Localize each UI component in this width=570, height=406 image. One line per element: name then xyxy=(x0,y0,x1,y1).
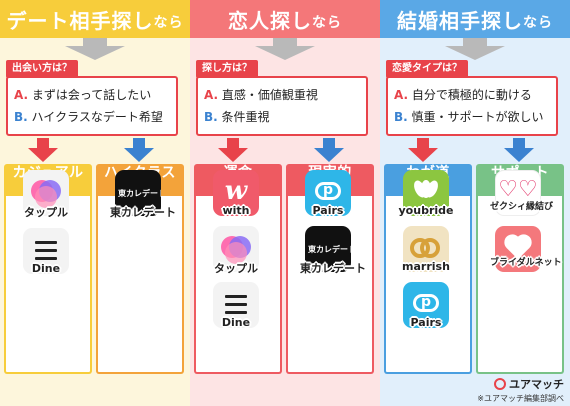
app-bridal-net[interactable]: ブライダルネット xyxy=(490,226,562,272)
tokyo-calendar-icon: 東カレデート xyxy=(305,226,351,272)
type-realistic: 現実的タイプ p Pairs 東カレデート 東カレデート xyxy=(286,164,374,374)
source-note: ※ユアマッチ編集部調べ xyxy=(477,394,564,403)
dine-icon xyxy=(23,228,69,274)
question-box: A. 自分で積極的に動ける B. 慎重・サポートが欲しい xyxy=(386,76,558,136)
arrow-down-blue-icon xyxy=(504,138,534,162)
question-tag: 探し方は？ xyxy=(196,60,258,78)
arrow-down-red-icon xyxy=(408,138,438,162)
with-icon: w xyxy=(213,170,259,216)
column-title-suffix: なら xyxy=(312,14,342,31)
app-youbride[interactable]: youbride xyxy=(398,170,454,217)
app-zexy-enmusubi[interactable]: ♡♡ ゼクシィ縁結び xyxy=(490,170,554,216)
brand-name: ユアマッチ xyxy=(509,378,564,391)
answer-a: A. まずは会って話したい xyxy=(14,88,152,102)
down-arrow-icon xyxy=(445,38,505,60)
app-label: ブライダルネット xyxy=(490,258,562,268)
type-support: サポートタイプ ♡♡ ゼクシィ縁結び ブライダルネット xyxy=(476,164,564,374)
column-marriage: 結婚相手探しなら 恋愛タイプは？ A. 自分で積極的に動ける B. 慎重・サポー… xyxy=(380,0,570,406)
zexy-icon: ♡♡ xyxy=(495,170,541,216)
type-destiny: 運命タイプ w with タップル Dine xyxy=(194,164,282,374)
app-tokyo-calendar-date[interactable]: 東カレデート 東カレデート xyxy=(110,170,176,220)
youbride-icon xyxy=(403,170,449,216)
app-label: marrish xyxy=(402,260,450,273)
app-label: Pairs xyxy=(410,316,442,329)
tapple-icon xyxy=(23,170,69,216)
column-title: 結婚相手探し xyxy=(397,8,523,33)
app-label: 東カレデート xyxy=(300,262,366,275)
down-arrow-icon xyxy=(255,38,315,60)
app-dine[interactable]: Dine xyxy=(18,228,74,275)
app-marrish[interactable]: marrish xyxy=(398,226,454,273)
column-header: デート相手探しなら xyxy=(0,0,190,38)
arrow-down-red-icon xyxy=(218,138,248,162)
column-title-suffix: なら xyxy=(523,14,553,31)
question-tag: 恋愛タイプは？ xyxy=(386,60,468,78)
app-label: ゼクシィ縁結び xyxy=(490,202,554,212)
footer: ユアマッチ ※ユアマッチ編集部調べ xyxy=(477,376,564,404)
app-tapple[interactable]: タップル xyxy=(208,226,264,276)
app-label: with xyxy=(222,204,250,217)
column-title: デート相手探し xyxy=(6,8,154,33)
answer-b: B. 慎重・サポートが欲しい xyxy=(394,110,544,124)
app-tokyo-calendar-date[interactable]: 東カレデート 東カレデート xyxy=(300,226,366,276)
type-casual: カジュアルタイプ タップル Dine xyxy=(4,164,92,374)
arrow-down-blue-icon xyxy=(124,138,154,162)
pairs-icon: p xyxy=(403,282,449,328)
question-box: A. 直感・価値観重視 B. 条件重視 xyxy=(196,76,368,136)
question-tag: 出会い方は？ xyxy=(6,60,78,78)
app-label: タップル xyxy=(24,206,68,219)
column-header: 恋人探しなら xyxy=(190,0,380,38)
column-header: 結婚相手探しなら xyxy=(380,0,570,38)
question-box: A. まずは会って話したい B. ハイクラスなデート希望 xyxy=(6,76,178,136)
down-arrow-icon xyxy=(65,38,125,60)
type-own-way: わが道タイプ youbride marrish p Pairs xyxy=(384,164,472,374)
brand-logo-icon xyxy=(494,378,506,390)
tapple-icon xyxy=(213,226,259,272)
column-title: 恋人探し xyxy=(228,8,312,33)
app-pairs[interactable]: p Pairs xyxy=(398,282,454,329)
pairs-icon: p xyxy=(305,170,351,216)
app-label: Pairs xyxy=(312,204,344,217)
answer-b: B. ハイクラスなデート希望 xyxy=(14,110,163,124)
tokyo-calendar-icon: 東カレデート xyxy=(115,170,161,216)
app-label: 東カレデート xyxy=(110,206,176,219)
column-title-suffix: なら xyxy=(153,14,184,31)
heart-icon xyxy=(495,226,541,272)
app-with[interactable]: w with xyxy=(208,170,264,217)
app-pairs[interactable]: p Pairs xyxy=(300,170,356,217)
app-label: Dine xyxy=(31,262,61,275)
app-label: タップル xyxy=(214,262,258,275)
dine-icon xyxy=(213,282,259,328)
brand-logo: ユアマッチ xyxy=(477,376,564,392)
type-highclass: ハイクラスタイプ 東カレデート 東カレデート xyxy=(96,164,184,374)
app-label: Dine xyxy=(221,316,251,329)
app-label: youbride xyxy=(398,204,454,217)
answer-a: A. 直感・価値観重視 xyxy=(204,88,318,102)
arrow-down-red-icon xyxy=(28,138,58,162)
app-dine[interactable]: Dine xyxy=(208,282,264,329)
arrow-down-blue-icon xyxy=(314,138,344,162)
column-date-partner: デート相手探しなら 出会い方は？ A. まずは会って話したい B. ハイクラスな… xyxy=(0,0,190,406)
answer-b: B. 条件重視 xyxy=(204,110,270,124)
app-tapple[interactable]: タップル xyxy=(18,170,74,220)
answer-a: A. 自分で積極的に動ける xyxy=(394,88,532,102)
marrish-rings-icon xyxy=(403,226,449,272)
